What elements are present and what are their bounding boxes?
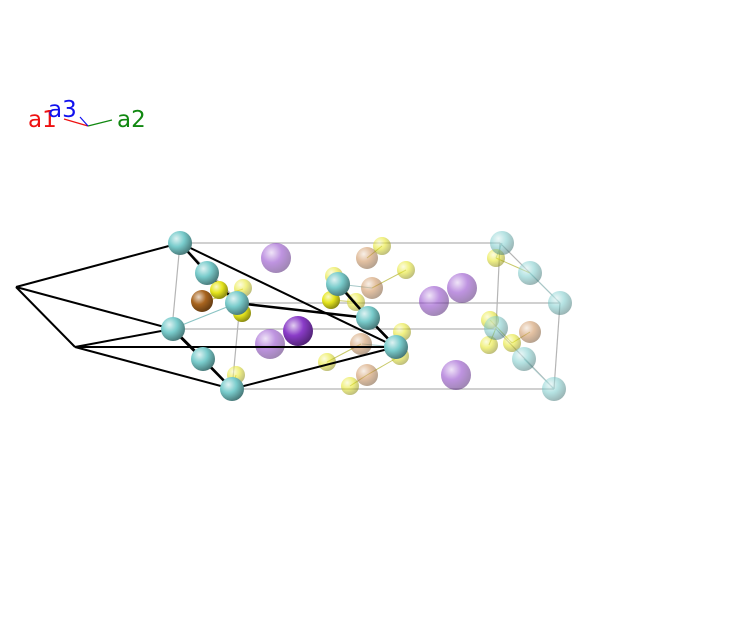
yellow-atom-faded[interactable] [397,261,415,279]
yellow-atom-faded[interactable] [341,377,359,395]
unit-cell-edge [231,346,397,390]
a2-axis-label: a2 [117,107,146,133]
supercell-edge [553,302,561,390]
cyan-atom-faded[interactable] [518,261,542,285]
purple-atom-faded[interactable] [441,360,471,390]
cyan-atom[interactable] [161,317,185,341]
unit-cell-edge [74,346,233,390]
yellow-atom[interactable] [210,281,228,299]
tan-atom-faded[interactable] [519,321,541,343]
purple-atom-faded[interactable] [255,329,285,359]
tan-atom-faded[interactable] [361,277,383,299]
a1-axis-label: a1 [28,107,57,133]
cyan-atom-faded[interactable] [548,291,572,315]
cyan-atom[interactable] [326,272,350,296]
unit-cell-edge [74,328,173,348]
unit-cell-edge [15,242,181,288]
cyan-atom[interactable] [195,261,219,285]
solid-atoms [161,231,408,401]
a3-axis-line [79,116,89,127]
cyan-atom-faded[interactable] [512,347,536,371]
cyan-atom[interactable] [225,291,249,315]
cyan-atom-faded[interactable] [542,377,566,401]
unit-cell-edge [179,242,397,348]
a1-axis-line [63,118,89,127]
purple-atom-faded[interactable] [261,243,291,273]
axis-indicator: a1 a3 a2 [28,97,146,133]
cyan-atom[interactable] [384,335,408,359]
unit-cell-edge [15,286,76,348]
tan-atom-faded[interactable] [356,247,378,269]
cyan-atom-faded[interactable] [490,231,514,255]
yellow-atom-faded[interactable] [503,334,521,352]
a2-axis-line [87,119,113,127]
faded-bonds [206,242,561,390]
faded-atoms [227,231,572,401]
cyan-atom[interactable] [191,347,215,371]
a3-axis-label: a3 [48,97,77,123]
yellow-atom-faded[interactable] [318,353,336,371]
unit-cell-edge [15,286,173,330]
cyan-atom[interactable] [168,231,192,255]
brown-atom[interactable] [191,290,213,312]
bond [236,301,369,320]
yellow-atom-faded[interactable] [480,336,498,354]
tan-atom-faded[interactable] [356,364,378,386]
tan-atom-faded[interactable] [350,333,372,355]
yellow-atom-faded[interactable] [373,237,391,255]
cyan-atom[interactable] [220,377,244,401]
purple-atom[interactable] [283,316,313,346]
purple-atom-faded[interactable] [419,286,449,316]
purple-atom-faded[interactable] [447,273,477,303]
cyan-atom[interactable] [356,306,380,330]
supercell-edge [171,242,181,330]
cyan-atom-faded[interactable] [484,316,508,340]
